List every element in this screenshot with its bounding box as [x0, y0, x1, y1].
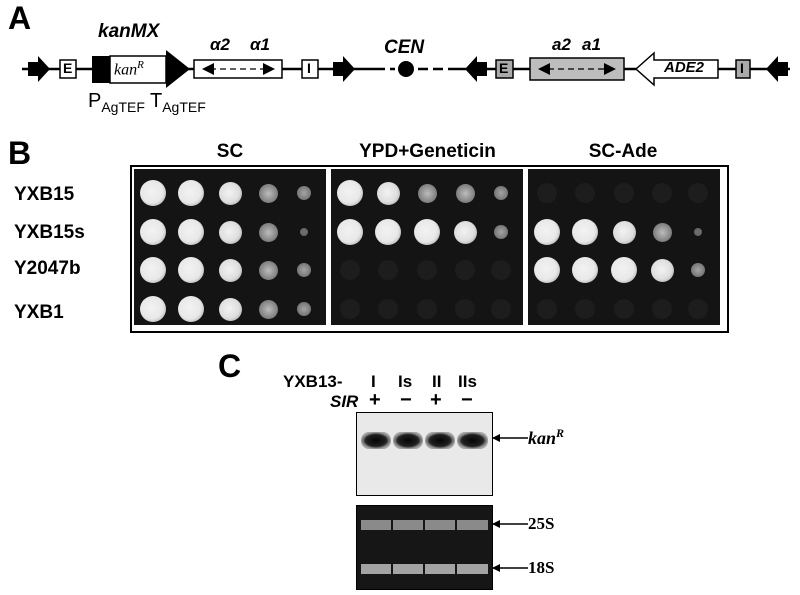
alpha1-label: α1	[250, 35, 270, 54]
sir-status-3: +	[430, 389, 442, 411]
a2-label: a2	[552, 35, 571, 54]
i-silencer-box-gray	[735, 59, 751, 79]
i-box-gray-label: I	[740, 60, 744, 76]
sir-status-4: −	[461, 389, 473, 411]
band-18s-4	[457, 564, 488, 574]
promoter-label: PAgTEF	[88, 90, 145, 115]
band-25s-2	[393, 520, 423, 530]
condition-label-ypd: YPD+Geneticin	[359, 141, 496, 162]
kanr-inner-label: kanR	[114, 59, 144, 79]
band-18s-3	[425, 564, 455, 574]
strain-label-yxb15: YXB15	[14, 184, 75, 205]
kanr-arrow	[492, 434, 528, 442]
condition-label-sc: SC	[216, 141, 244, 162]
band-25s-1	[361, 520, 391, 530]
e-box-label: E	[63, 60, 73, 76]
panel-c-letter: C	[218, 348, 242, 384]
e-silencer-box	[59, 59, 77, 79]
a1-arrow	[604, 63, 616, 75]
ade2-arrow	[634, 51, 719, 87]
sir-status-2: −	[400, 389, 412, 411]
panel-b-letter: B	[8, 135, 32, 171]
repeat-arrow-right-2	[333, 56, 355, 82]
alpha1-arrow	[263, 63, 275, 75]
kanr-band-2	[393, 432, 423, 449]
condition-label-scade: SC-Ade	[588, 141, 658, 162]
i-silencer-box-left	[301, 59, 319, 79]
locus-map	[22, 50, 790, 88]
plate-sc-ade	[528, 169, 720, 325]
i-box-label: I	[307, 60, 311, 76]
northern-blot	[356, 412, 493, 496]
lane-label-1: I	[371, 372, 376, 391]
terminator-arrow	[166, 50, 190, 88]
kanr-band-4	[457, 432, 488, 449]
strain-label-yxb1: YXB1	[14, 302, 64, 323]
strain-label-y2047b: Y2047b	[14, 258, 81, 279]
strain-prefix-label: YXB13-	[283, 372, 343, 391]
alpha-locus-box	[193, 59, 283, 79]
repeat-arrow-left-2	[766, 56, 788, 82]
band-18s-2	[393, 564, 423, 574]
a1-label: a1	[582, 35, 601, 54]
strain-label-yxb15s: YXB15s	[14, 222, 85, 243]
cen-label: CEN	[384, 37, 425, 58]
kanr-band-1	[361, 432, 391, 449]
alpha2-label: α2	[210, 35, 230, 54]
centromere-dot	[398, 61, 414, 77]
kanr-band-label: kanR	[528, 426, 565, 448]
repeat-arrow-right-1	[28, 56, 50, 82]
18s-label: 18S	[528, 558, 555, 577]
sir-label: SIR	[330, 392, 359, 411]
plate-sc	[134, 169, 326, 325]
18s-arrow	[492, 564, 528, 572]
a2-arrow	[538, 63, 550, 75]
sir-status-1: +	[369, 389, 381, 411]
a-locus-box	[529, 57, 625, 81]
25s-label: 25S	[528, 514, 555, 533]
e-box-gray-label: E	[499, 60, 509, 76]
lane-label-3: II	[432, 372, 442, 391]
ade2-label: ADE2	[664, 59, 705, 76]
lane-label-2: Is	[398, 372, 413, 391]
kanr-band-3	[425, 432, 455, 449]
kanr-box	[109, 55, 167, 84]
band-25s-3	[425, 520, 455, 530]
panel-a-letter: A	[8, 0, 32, 36]
rrna-gel	[356, 505, 493, 590]
band-25s-4	[457, 520, 488, 530]
alpha2-arrow	[202, 63, 214, 75]
kanmx-label: kanMX	[98, 21, 160, 42]
band-18s-1	[361, 564, 391, 574]
lane-label-4: IIs	[458, 372, 477, 391]
repeat-arrow-left-1	[465, 56, 487, 82]
e-silencer-box-gray	[495, 59, 514, 79]
terminator-label: TAgTEF	[150, 90, 206, 115]
plate-ypd-geneticin	[331, 169, 523, 325]
promoter-block	[92, 56, 110, 83]
25s-arrow	[492, 520, 528, 528]
